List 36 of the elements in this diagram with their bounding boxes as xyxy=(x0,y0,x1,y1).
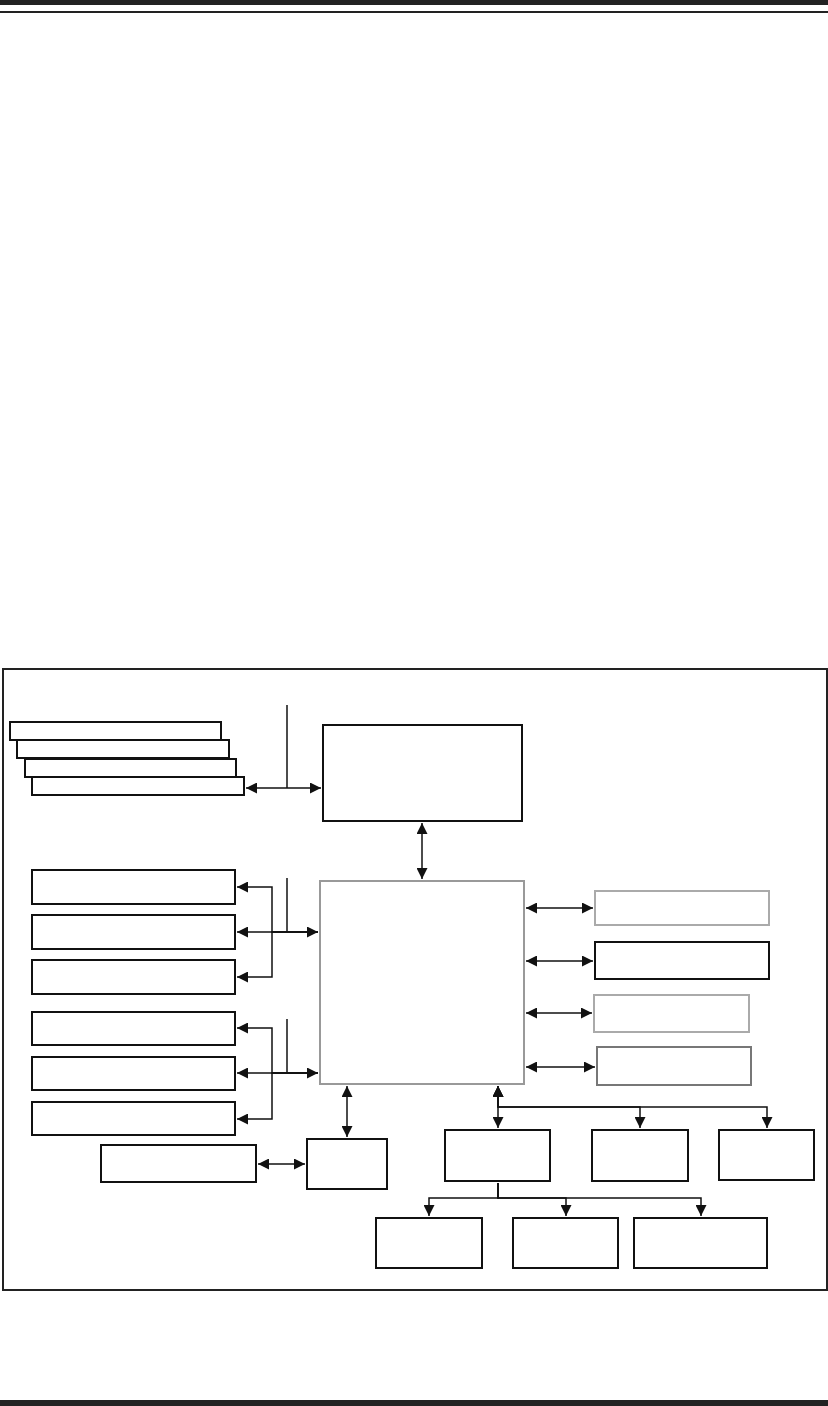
block-box xyxy=(16,739,230,759)
connector-arrow xyxy=(245,782,322,794)
block-box xyxy=(633,1217,768,1269)
connector-arrow xyxy=(525,1007,593,1019)
connector-arrow xyxy=(236,1072,319,1125)
connector-arrow xyxy=(236,931,319,983)
block-box xyxy=(31,959,236,995)
block-box xyxy=(100,1144,257,1183)
block-box xyxy=(444,1129,551,1182)
block-box xyxy=(31,869,236,905)
block-box xyxy=(594,890,770,926)
block-box xyxy=(319,880,525,1085)
connector-arrow xyxy=(492,1085,773,1129)
block-box xyxy=(9,721,222,741)
block-box xyxy=(594,941,770,980)
connector-arrow xyxy=(525,955,594,967)
block-box xyxy=(593,994,750,1033)
connector-arrow xyxy=(341,1085,353,1138)
block-box xyxy=(322,724,523,822)
block-box xyxy=(31,1056,236,1091)
connector-arrow xyxy=(416,822,428,880)
connector-arrow xyxy=(257,1158,306,1170)
connector-arrow xyxy=(525,902,594,914)
block-box xyxy=(512,1217,619,1269)
connector-arrow xyxy=(525,1061,596,1073)
block-box xyxy=(31,776,245,796)
block-box xyxy=(306,1138,388,1190)
block-box xyxy=(31,914,236,950)
block-box xyxy=(24,758,237,778)
block-box xyxy=(591,1129,689,1182)
block-box xyxy=(31,1101,236,1136)
connector-arrow xyxy=(497,1182,707,1217)
block-box xyxy=(375,1217,483,1269)
block-box xyxy=(718,1129,815,1181)
block-box xyxy=(596,1046,752,1086)
block-box xyxy=(31,1011,236,1046)
